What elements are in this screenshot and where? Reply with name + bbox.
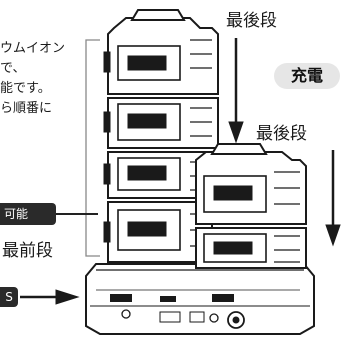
description-line-4: ら順番に <box>0 101 53 116</box>
label-top-last-stage: 最後段 <box>226 11 277 31</box>
tag-possible: 可能 <box>0 203 56 225</box>
description-line-1: ウムイオン <box>0 41 66 56</box>
description-line-3: 能です。 <box>0 81 51 96</box>
charge-badge: 充電 <box>274 63 340 89</box>
arrow-top-down <box>228 38 244 144</box>
arrow-right <box>20 289 80 305</box>
battery-stack-right <box>195 143 307 269</box>
arrow-mid-down <box>325 150 341 247</box>
stack-bracket <box>85 39 100 257</box>
label-mid-last-stage: 最後段 <box>256 124 307 144</box>
label-front-stage: 最前段 <box>2 241 53 261</box>
tag-s: S <box>0 287 18 307</box>
description-line-2: で、 <box>0 61 26 76</box>
charger-base <box>85 263 315 335</box>
